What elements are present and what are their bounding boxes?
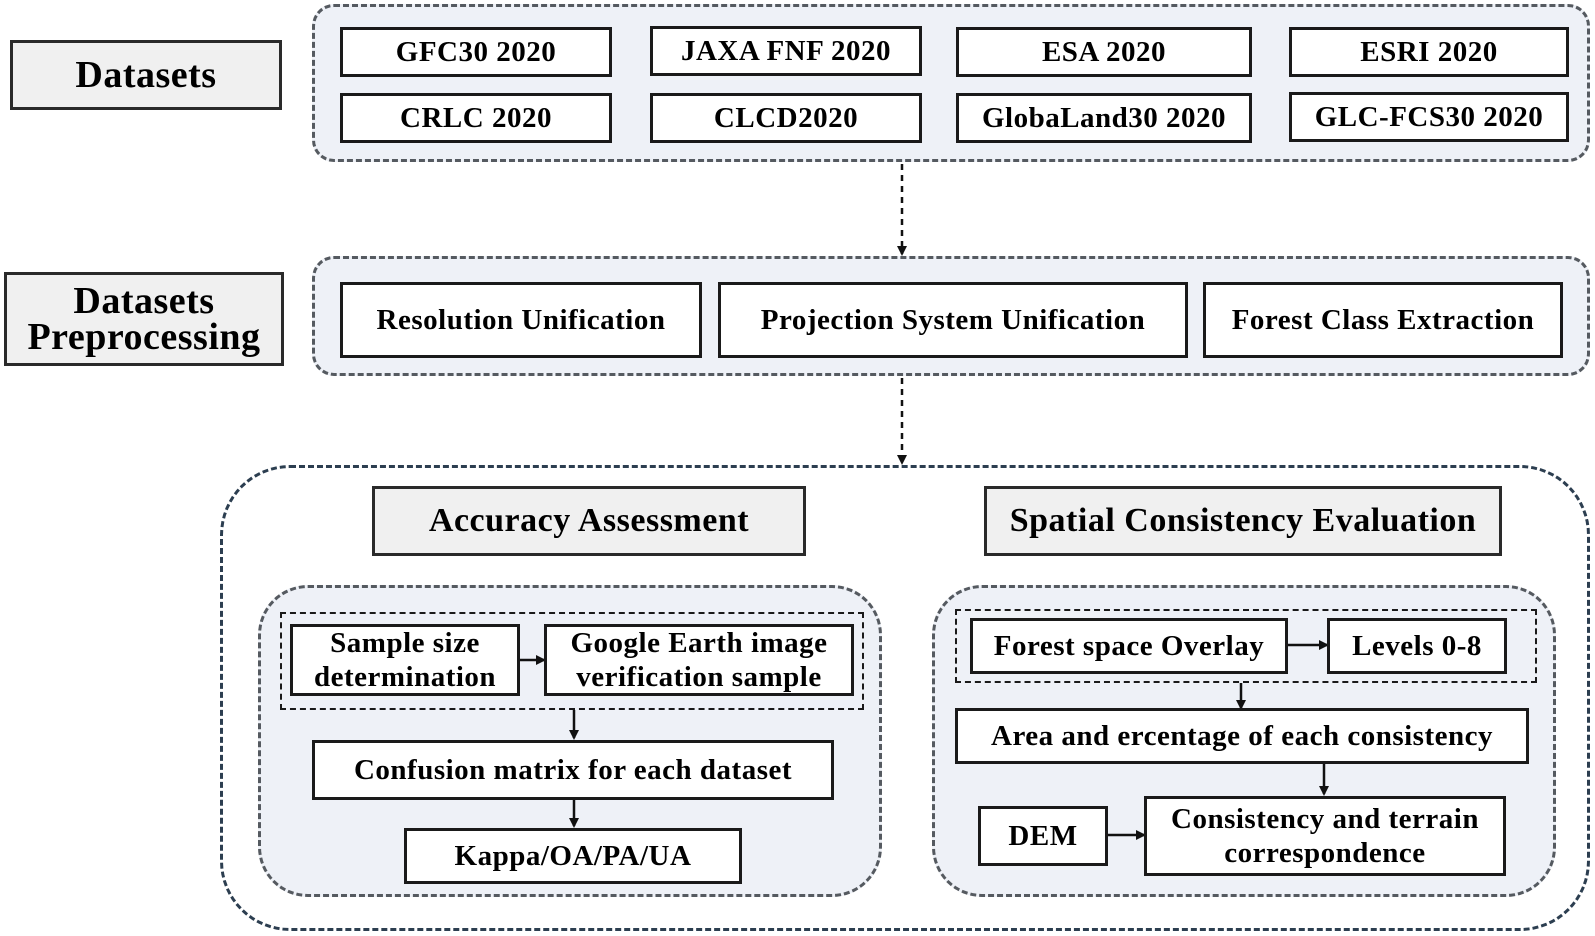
preprocessing-step: Resolution Unification <box>340 282 702 358</box>
dataset-box: JAXA FNF 2020 <box>650 26 922 76</box>
dem-box: DEM <box>978 806 1108 866</box>
levels-box: Levels 0-8 <box>1327 618 1507 674</box>
datasets-label: Datasets <box>10 40 282 110</box>
preprocessing-step: Projection System Unification <box>718 282 1188 358</box>
overlay-group <box>955 609 1537 683</box>
sample-group <box>280 612 864 710</box>
dataset-box: CLCD2020 <box>650 93 922 143</box>
sample-size-line1: Sample size <box>330 627 480 659</box>
preprocessing-label-line1: Datasets <box>73 280 215 322</box>
dataset-box: ESA 2020 <box>956 27 1252 77</box>
terrain-line2: correspondence <box>1224 837 1426 869</box>
dataset-box: CRLC 2020 <box>340 93 612 143</box>
datasets-label-text: Datasets <box>75 54 217 96</box>
kappa-box: Kappa/OA/PA/UA <box>404 828 742 884</box>
confusion-matrix-box: Confusion matrix for each dataset <box>312 740 834 800</box>
accuracy-title: Accuracy Assessment <box>372 486 806 556</box>
sample-size-line2: determination <box>313 661 497 693</box>
dataset-box: GFC30 2020 <box>340 27 612 77</box>
preprocessing-label: Datasets Preprocessing <box>4 272 284 366</box>
area-percentage-box: Area and ercentage of each consistency <box>955 708 1529 764</box>
spatial-title: Spatial Consistency Evaluation <box>984 486 1502 556</box>
google-earth-line2: verification sample <box>576 661 822 693</box>
google-earth-box: Google Earth image verification sample <box>544 624 854 696</box>
overlay-box: Forest space Overlay <box>970 618 1288 674</box>
terrain-correspondence-box: Consistency and terrain correspondence <box>1144 796 1506 876</box>
sample-size-box: Sample size determination <box>290 624 520 696</box>
dataset-box: GLC-FCS30 2020 <box>1289 92 1569 142</box>
dataset-box: GlobaLand30 2020 <box>956 93 1252 143</box>
preprocessing-step: Forest Class Extraction <box>1203 282 1563 358</box>
dataset-box: ESRI 2020 <box>1289 27 1569 77</box>
preprocessing-label-line2: Preprocessing <box>27 316 261 358</box>
terrain-line1: Consistency and terrain <box>1171 803 1479 835</box>
google-earth-line1: Google Earth image <box>570 627 828 659</box>
